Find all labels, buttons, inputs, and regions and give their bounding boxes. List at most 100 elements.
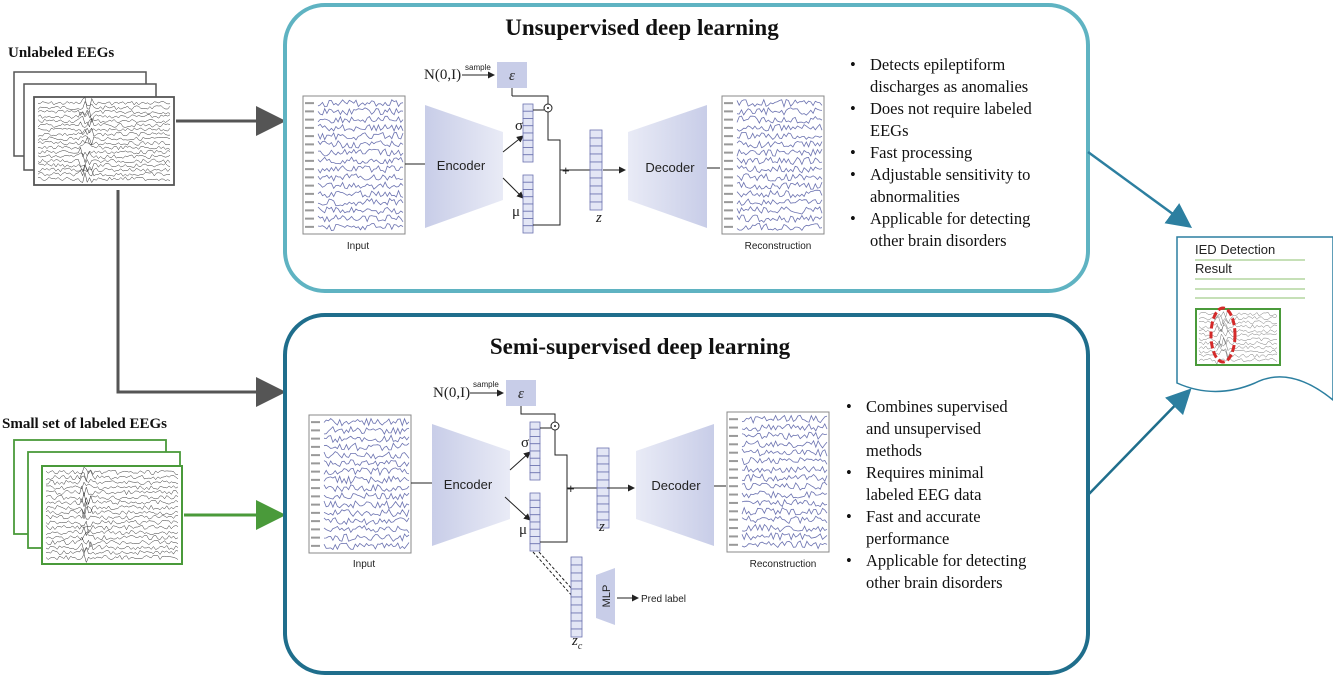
- channel-tick: [729, 527, 738, 530]
- semi-title: Semi-supervised deep learning: [490, 334, 791, 359]
- vector-cell: [570, 580, 583, 590]
- channel-tick: [305, 126, 314, 129]
- channel-tick: [724, 118, 733, 121]
- semi-mu-vector: [529, 492, 541, 552]
- eeg-trace: [741, 482, 828, 491]
- eeg-trace: [37, 127, 171, 136]
- unsup-encoder-label: Encoder: [437, 158, 486, 173]
- vector-cell: [596, 519, 610, 529]
- eeg-trace: [37, 172, 171, 184]
- vector-cell: [589, 177, 603, 187]
- semi-decoder: [636, 424, 714, 546]
- semi-plus: +: [567, 481, 575, 496]
- semi-mlp-label: MLP: [601, 585, 613, 608]
- vector-cell: [596, 471, 610, 481]
- channel-tick: [724, 102, 733, 105]
- channel-tick: [311, 536, 320, 539]
- eeg-trace: [741, 414, 828, 425]
- channel-tick: [724, 217, 733, 220]
- eeg-trace: [317, 156, 404, 165]
- channel-tick: [724, 168, 733, 171]
- unsup-epsilon: ε: [509, 68, 515, 84]
- channel-tick: [729, 468, 738, 471]
- bullet-dot: •: [850, 143, 856, 162]
- unsup-plus: +: [562, 163, 570, 178]
- vector-cell: [596, 463, 610, 473]
- eeg-trace: [37, 151, 171, 164]
- bullet-text: Applicable for detecting: [866, 551, 1026, 570]
- eeg-trace: [736, 115, 823, 124]
- eeg-trace: [736, 148, 823, 157]
- vector-cell: [589, 169, 603, 179]
- vector-cell: [529, 450, 541, 459]
- eeg-trace: [317, 206, 404, 215]
- eeg-trace: [317, 107, 404, 116]
- eeg-trace: [323, 533, 410, 542]
- eeg-trace: [736, 123, 823, 132]
- vector-cell: [570, 612, 583, 622]
- bullet-dot: •: [850, 165, 856, 184]
- labeled-eeg-stack: [13, 439, 183, 565]
- unlabeled-eeg-stack: [13, 71, 175, 186]
- semi-mu-label: μ: [519, 522, 527, 538]
- vector-cell: [596, 455, 610, 465]
- vector-cell: [522, 103, 534, 112]
- unsup-sigma-label: σ: [515, 118, 523, 134]
- bullet-text: abnormalities: [870, 187, 960, 206]
- unsup-reconstruction-traces: [724, 98, 823, 232]
- channel-tick: [311, 437, 320, 440]
- eeg-trace: [45, 526, 179, 537]
- channel-tick: [311, 454, 320, 457]
- bullet-text: Detects epileptiform: [870, 55, 1005, 74]
- channel-tick: [724, 143, 733, 146]
- channel-tick: [305, 110, 314, 113]
- channel-tick: [724, 151, 733, 154]
- eeg-trace: [741, 431, 828, 441]
- vector-cell: [589, 153, 603, 163]
- eeg-trace: [317, 115, 404, 124]
- semi-input-label: Input: [353, 559, 375, 570]
- unsup-sample-label: sample: [465, 63, 491, 72]
- channel-tick: [305, 159, 314, 162]
- unsup-mu-vector: [522, 174, 534, 234]
- eeg-trace: [37, 168, 171, 177]
- semi-encoder-label: Encoder: [444, 477, 493, 492]
- arrow-to-semi-supervised: [116, 190, 286, 407]
- channel-tick: [305, 118, 314, 121]
- eeg-trace: [37, 127, 171, 137]
- vector-cell: [589, 137, 603, 147]
- eeg-trace: [37, 158, 171, 167]
- channel-tick: [729, 535, 738, 538]
- bullet-text: performance: [866, 529, 949, 548]
- unsup-epsilon-box: [497, 62, 527, 88]
- vector-cell: [529, 428, 541, 437]
- bullet-dot: •: [850, 209, 856, 228]
- channel-tick: [305, 135, 314, 138]
- eeg-trace: [317, 99, 404, 108]
- unlabeled-eegs-label: Unlabeled EEGs: [8, 45, 114, 61]
- vector-cell: [589, 129, 603, 139]
- eeg-trace: [323, 492, 410, 501]
- eeg-trace: [323, 500, 410, 509]
- vector-cell: [529, 443, 541, 452]
- eeg-trace: [323, 475, 410, 485]
- eeg-trace: [323, 451, 410, 460]
- channel-tick: [311, 544, 320, 547]
- eeg-trace: [736, 181, 823, 191]
- semi-normal-dist: N(0,I): [433, 385, 470, 401]
- eeg-trace: [317, 148, 404, 157]
- eeg-trace: [317, 189, 404, 198]
- labeled-eegs-label: Small set of labeled EEGs: [2, 416, 167, 432]
- channel-tick: [729, 460, 738, 463]
- eeg-trace: [317, 214, 404, 223]
- eeg-trace: [45, 546, 179, 555]
- eeg-trace: [736, 189, 823, 199]
- vector-cell: [570, 620, 583, 630]
- channel-tick: [305, 201, 314, 204]
- arrow-semi-to-result: [1087, 388, 1192, 496]
- channel-tick: [305, 225, 314, 228]
- unsupervised-title: Unsupervised deep learning: [505, 15, 779, 40]
- vector-cell: [529, 499, 541, 508]
